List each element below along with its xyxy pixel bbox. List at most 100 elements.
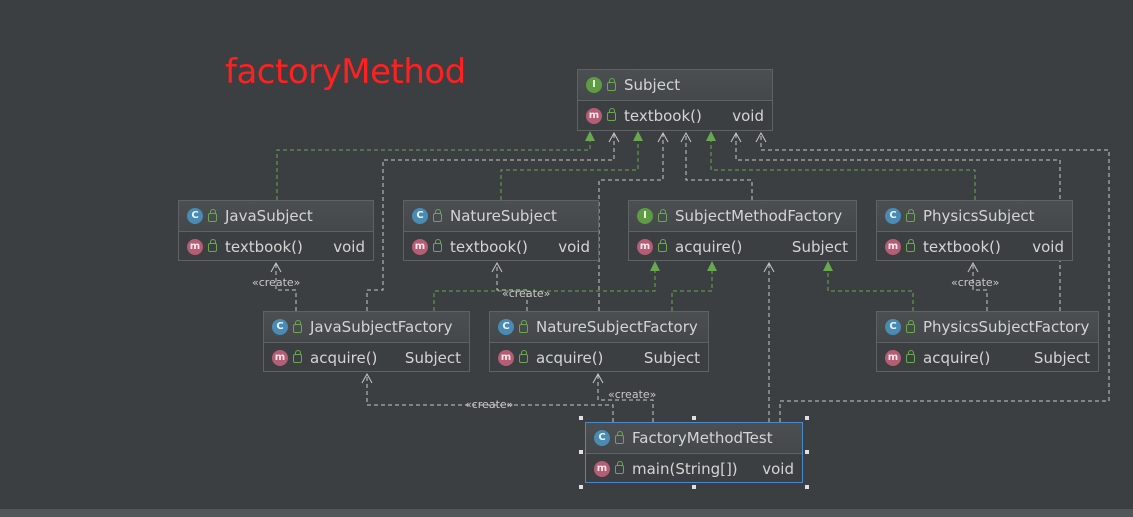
method-icon: m (637, 238, 653, 255)
selection-handle[interactable] (692, 416, 696, 420)
public-lock-icon (607, 108, 616, 121)
selection-handle[interactable] (579, 450, 583, 454)
class-icon: C (187, 208, 203, 224)
create-edge (597, 374, 654, 422)
selection-handle[interactable] (579, 416, 583, 420)
bottom-scrollbar[interactable] (0, 509, 1133, 517)
dependency-arrowhead (755, 131, 767, 143)
public-lock-icon (906, 208, 915, 222)
public-lock-icon (906, 319, 915, 333)
implements-arrowhead (633, 131, 643, 141)
public-lock-icon (658, 239, 667, 252)
return-type: void (732, 106, 764, 125)
create-label: «create» (252, 276, 300, 289)
dependency-edge (685, 133, 753, 200)
implements-edge (433, 263, 656, 311)
interface-icon: I (637, 208, 653, 224)
return-type: void (762, 459, 794, 478)
return-type: void (558, 237, 590, 256)
interface-icon: I (586, 77, 602, 93)
class-icon: C (272, 319, 288, 335)
node-factory-method-test-name: FactoryMethodTest (632, 429, 773, 447)
node-nature-subject-name: NatureSubject (450, 207, 557, 225)
dependency-arrowhead (592, 372, 604, 384)
public-lock-icon (906, 350, 915, 363)
implements-arrowhead (707, 261, 717, 271)
create-edge (496, 263, 528, 311)
method-icon: m (272, 349, 288, 366)
create-label: «create» (502, 287, 550, 300)
dependency-arrowhead (491, 261, 503, 273)
class-icon: C (412, 208, 428, 224)
create-label: «create» (465, 398, 513, 411)
dependency-arrowhead (361, 372, 373, 384)
method-icon: m (412, 238, 428, 255)
dependency-edge (366, 133, 615, 311)
method-name: acquire() (536, 348, 604, 367)
selection-handle[interactable] (579, 485, 583, 489)
return-type: Subject (404, 348, 461, 367)
node-java-subject-name: JavaSubject (225, 207, 313, 225)
implements-edge (827, 263, 914, 311)
dependency-arrowhead (680, 131, 692, 143)
public-lock-icon (906, 239, 915, 252)
public-lock-icon (607, 77, 616, 91)
implements-edge (710, 133, 976, 200)
node-nature-subject[interactable]: C NatureSubject m textbook() void (403, 200, 599, 261)
implements-edge (500, 133, 639, 200)
selection-handle[interactable] (805, 416, 809, 420)
node-nature-subject-factory[interactable]: C NatureSubjectFactory m acquire() Subject (489, 311, 709, 372)
selection-handle[interactable] (805, 450, 809, 454)
node-nature-subject-factory-name: NatureSubjectFactory (536, 318, 698, 336)
selection-handle[interactable] (692, 485, 696, 489)
selection-handle[interactable] (805, 485, 809, 489)
method-icon: m (498, 349, 514, 366)
class-icon: C (498, 319, 514, 335)
create-label: «create» (951, 276, 999, 289)
implements-edge (671, 263, 713, 311)
return-type: void (1032, 237, 1064, 256)
return-type: Subject (643, 348, 700, 367)
dependency-arrowhead (270, 261, 282, 273)
public-lock-icon (433, 208, 442, 222)
implements-edge (276, 133, 591, 200)
return-type: Subject (791, 237, 848, 256)
create-edge (972, 263, 988, 311)
implements-arrowhead (823, 261, 833, 271)
create-edge (366, 374, 614, 422)
class-icon: C (885, 319, 901, 335)
public-lock-icon (433, 239, 442, 252)
public-lock-icon (208, 239, 217, 252)
create-edge (275, 263, 297, 311)
method-icon: m (885, 349, 901, 366)
method-icon: m (187, 238, 203, 255)
method-icon: m (586, 107, 602, 124)
method-name: textbook() (923, 237, 1001, 256)
class-icon: C (594, 430, 610, 446)
dependency-arrowhead (730, 131, 742, 143)
public-lock-icon (519, 350, 528, 363)
public-lock-icon (208, 208, 217, 222)
dependency-arrowhead (608, 131, 620, 143)
dependency-arrowhead (967, 261, 979, 273)
public-lock-icon (615, 461, 624, 474)
method-name: textbook() (225, 237, 303, 256)
node-physics-subject-factory-name: PhysicsSubjectFactory (923, 318, 1090, 336)
method-name: textbook() (450, 237, 528, 256)
method-name: acquire() (923, 348, 991, 367)
public-lock-icon (293, 350, 302, 363)
node-subject-name: Subject (624, 76, 681, 94)
node-physics-subject-name: PhysicsSubject (923, 207, 1035, 225)
method-name: textbook() (624, 106, 702, 125)
node-subject[interactable]: I Subject m textbook() void (577, 69, 773, 131)
method-icon: m (594, 460, 610, 477)
public-lock-icon (293, 319, 302, 333)
class-icon: C (885, 208, 901, 224)
